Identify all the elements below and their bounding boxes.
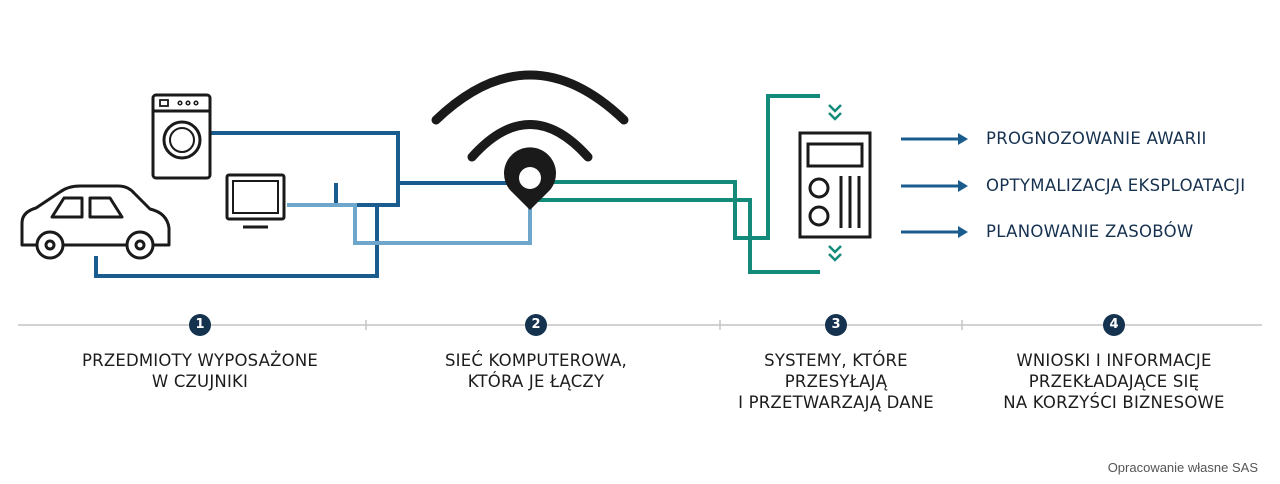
- step-caption-line: PRZEDMIOTY WYPOSAŻONE: [82, 351, 318, 370]
- arrow-right-icon: [901, 133, 968, 145]
- step-caption-2: SIEĆ KOMPUTEROWA, KTÓRA JE ŁĄCZY: [386, 350, 686, 392]
- step-caption-line: KTÓRA JE ŁĄCZY: [467, 372, 605, 391]
- step-caption-line: NA KORZYŚCI BIZNESOWE: [1003, 393, 1225, 412]
- monitor-connection-line: [287, 200, 532, 245]
- step-caption-line: SYSTEMY, KTÓRE: [764, 351, 908, 370]
- washer-connection-line: [210, 131, 530, 185]
- step-caption-line: I PRZETWARZAJĄ DANE: [738, 393, 934, 412]
- washing-machine-icon: [151, 93, 212, 180]
- step-caption-1: PRZEDMIOTY WYPOSAŻONE W CZUJNIKI: [50, 350, 350, 392]
- output-label-operations-optimization: OPTYMALIZACJA EKSPLOATACJI: [986, 176, 1246, 195]
- output-label-resource-planning: PLANOWANIE ZASOBÓW: [986, 222, 1194, 241]
- connection-lines: [94, 94, 820, 278]
- step-caption-4: WNIOSKI I INFORMACJE PRZEKŁADAJĄCE SIĘ N…: [964, 350, 1264, 413]
- step-caption-line: W CZUJNIKI: [151, 372, 249, 391]
- step-caption-3: SYSTEMY, KTÓRE PRZESYŁAJĄ I PRZETWARZAJĄ…: [686, 350, 986, 413]
- arrow-right-icon: [901, 180, 968, 192]
- double-chevron-down-icon: [828, 245, 842, 262]
- monitor-icon: [225, 173, 286, 229]
- double-chevron-down-icon: [828, 104, 842, 121]
- output-arrows: [901, 133, 968, 238]
- step-caption-line: SIEĆ KOMPUTEROWA,: [445, 351, 627, 370]
- step-number-2: 2: [525, 314, 547, 336]
- arrow-right-icon: [901, 226, 968, 238]
- map-pin-icon: [504, 147, 556, 210]
- step-number-1: 1: [189, 314, 211, 336]
- source-note: Opracowanie własne SAS: [1107, 460, 1258, 475]
- car-icon: [20, 184, 171, 260]
- loop-connection-line: [334, 183, 400, 207]
- step-caption-line: PRZEKŁADAJĄCE SIĘ: [1028, 372, 1200, 391]
- output-label-failure-forecast: PROGNOZOWANIE AWARII: [986, 129, 1207, 148]
- teal-upper-line: [530, 94, 820, 240]
- wifi-icon: [431, 70, 629, 162]
- server-device-icon: [798, 131, 872, 239]
- step-number-4: 4: [1103, 314, 1125, 336]
- teal-lower-line: [530, 198, 820, 274]
- step-caption-line: PRZESYŁAJĄ: [784, 372, 888, 391]
- step-caption-line: WNIOSKI I INFORMACJE: [1016, 351, 1212, 370]
- timeline: [18, 320, 1262, 330]
- step-number-3: 3: [825, 314, 847, 336]
